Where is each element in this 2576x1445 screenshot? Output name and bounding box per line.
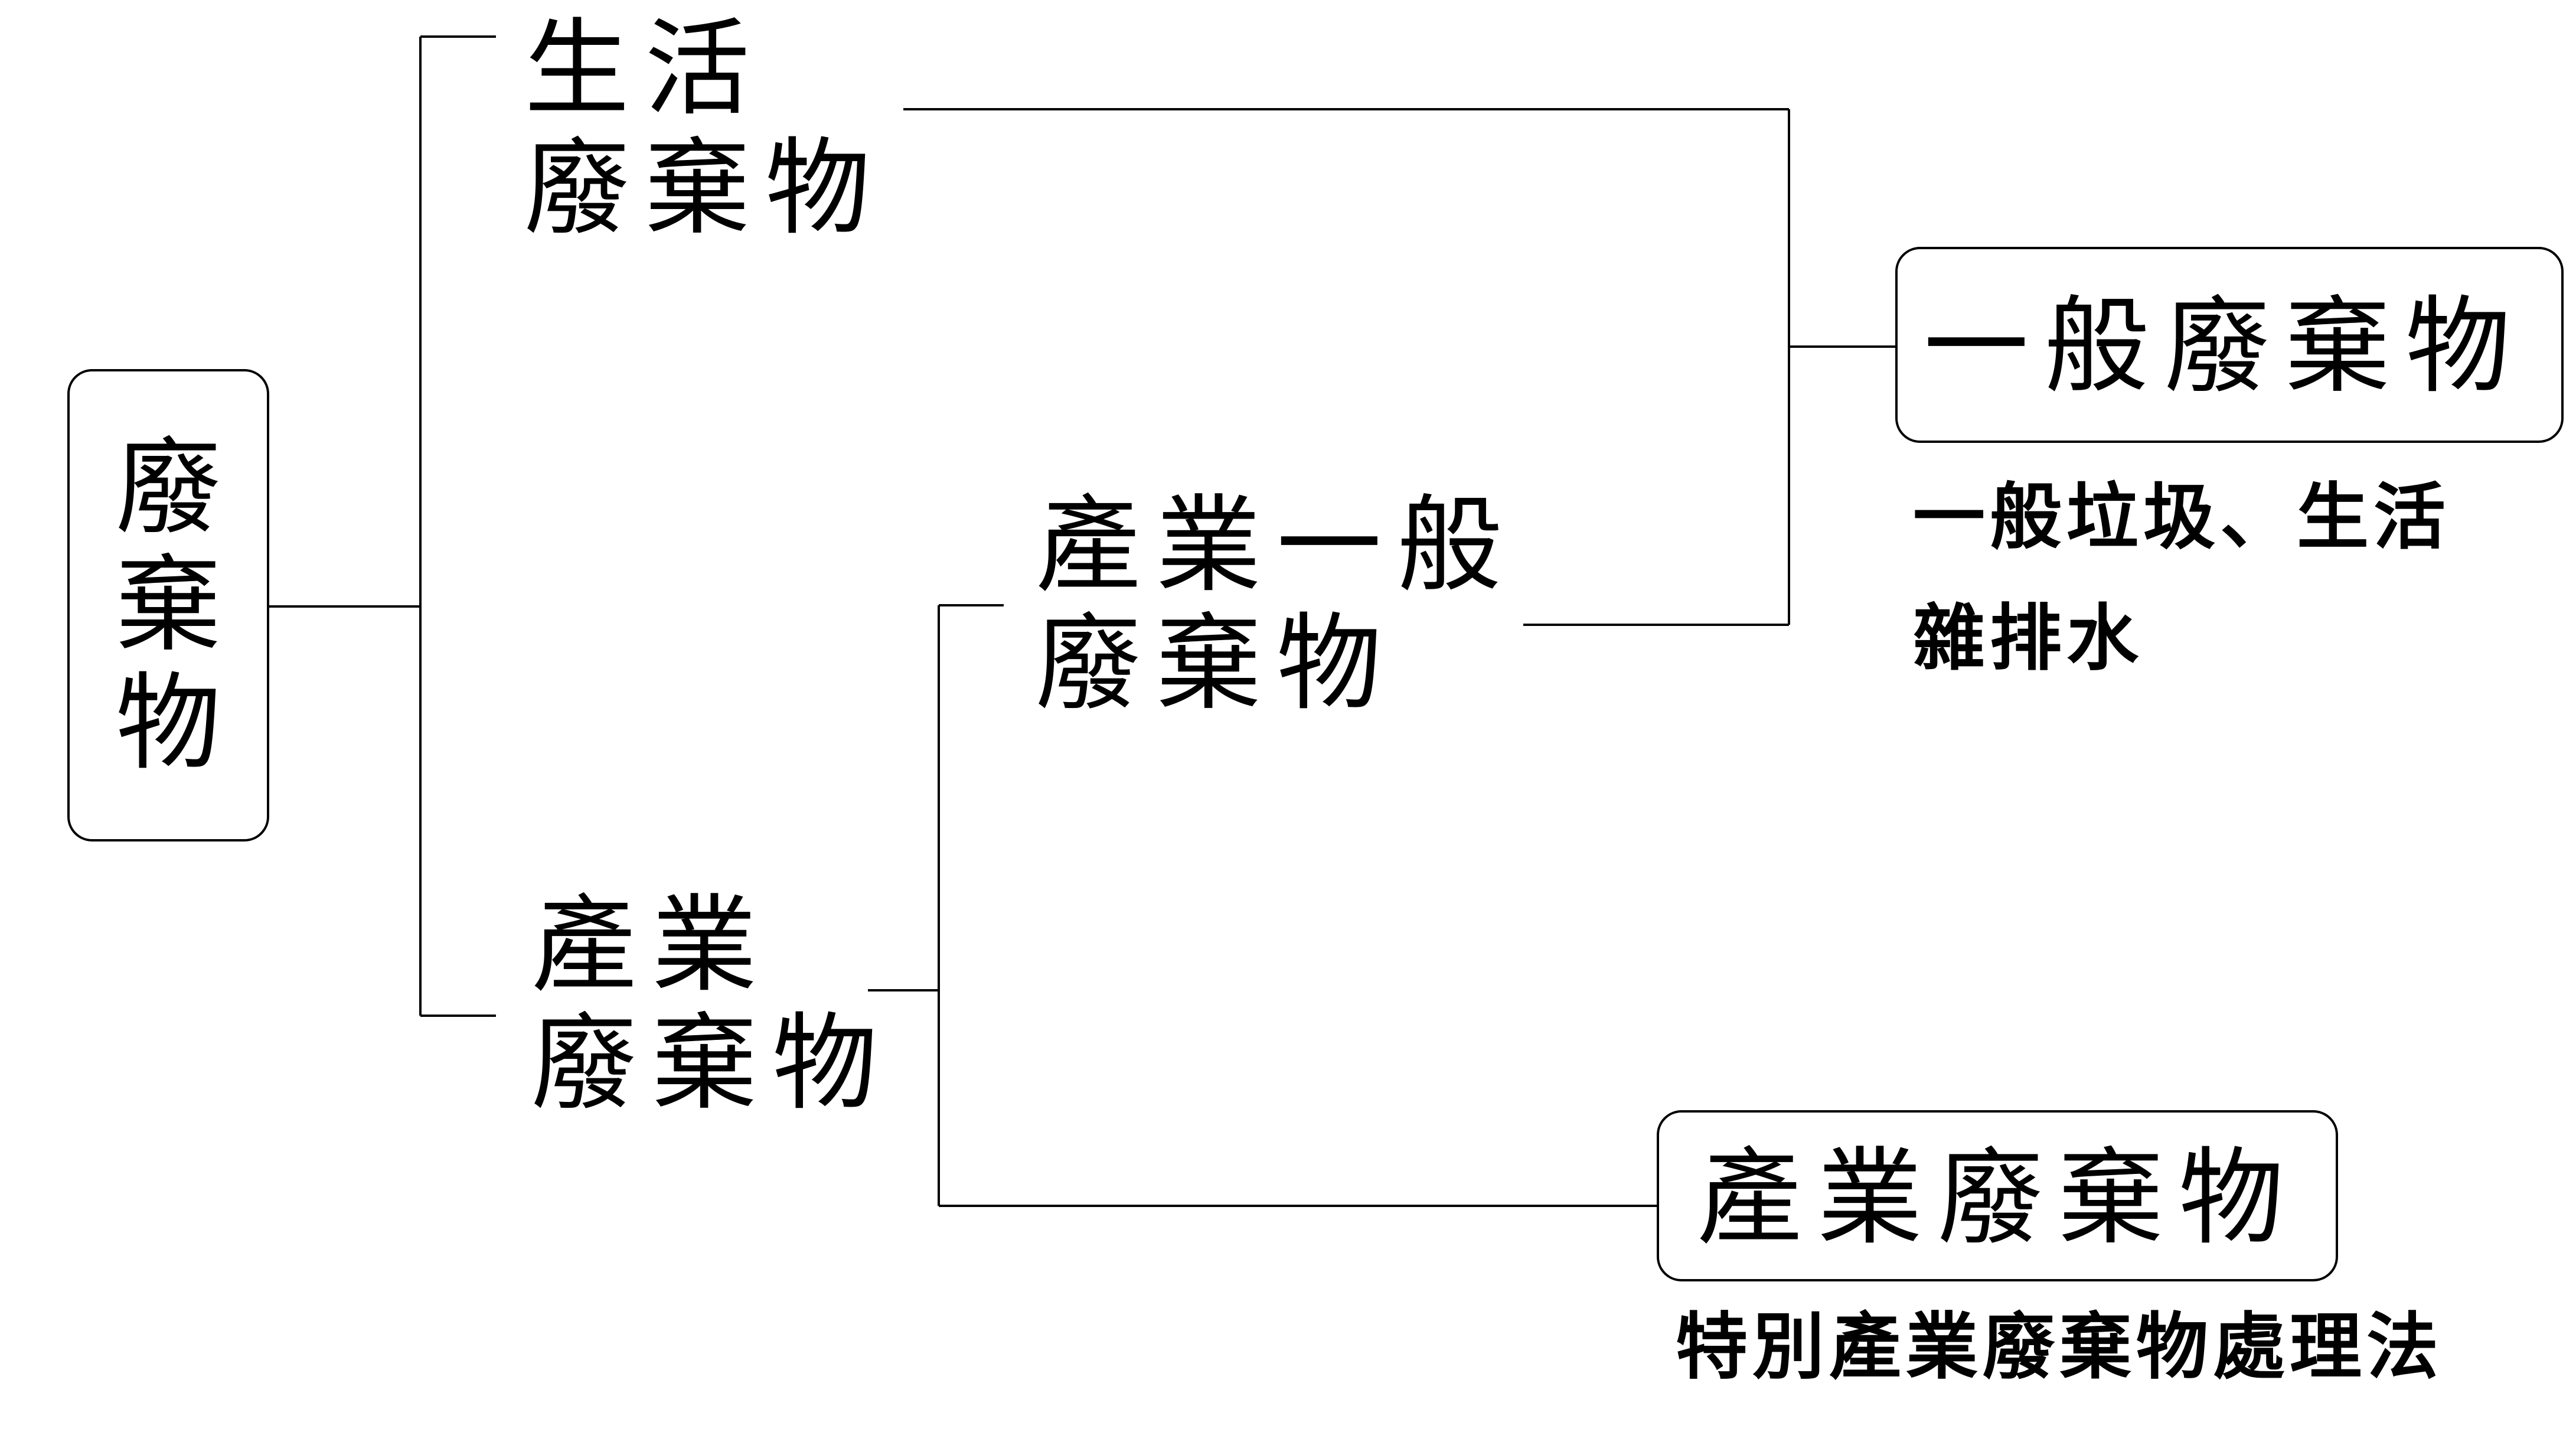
general-waste-node <box>1895 247 2564 443</box>
domestic-waste-line2: 廢棄物 <box>524 127 886 249</box>
root-char-1: 廢 <box>116 426 221 549</box>
industrial-general-waste-line1: 產業一般 <box>1036 484 1517 606</box>
industrial-waste-line1: 產業 <box>531 884 772 1006</box>
industrial-waste-line2: 廢棄物 <box>531 1002 893 1124</box>
root-node-label: 廢 棄 物 <box>67 369 269 841</box>
industrial-waste-note: 特別產業廢棄物處理法 <box>1676 1305 2443 1389</box>
general-waste-title: 一般廢棄物 <box>1924 285 2526 407</box>
general-waste-note-line2: 雜排水 <box>1913 596 2143 680</box>
industrial-waste-title: 產業廢棄物 <box>1697 1137 2299 1259</box>
root-char-3: 物 <box>116 661 221 784</box>
industrial-general-waste-line2: 廢棄物 <box>1036 602 1397 725</box>
root-char-2: 棄 <box>116 544 221 667</box>
domestic-waste-line1: 生活 <box>524 8 765 130</box>
industrial-waste-node <box>1657 1110 2338 1281</box>
general-waste-note-line1: 一般垃圾、生活 <box>1913 475 2450 559</box>
root-node <box>67 369 269 841</box>
